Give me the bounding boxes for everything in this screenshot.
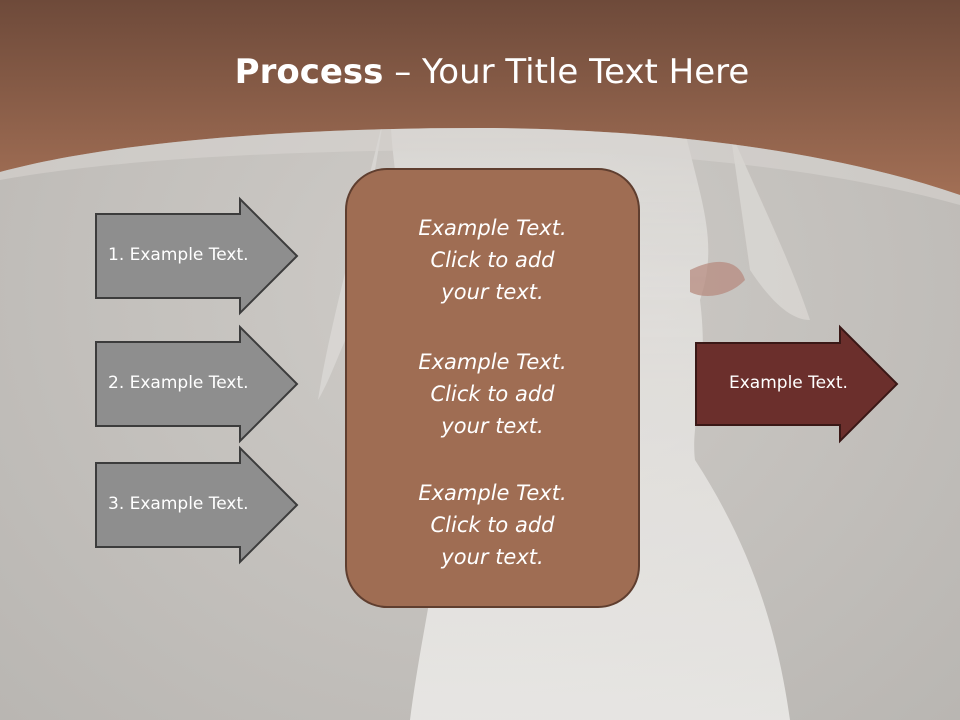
header-band (0, 0, 960, 195)
center-block-1-line-2: Click to add (430, 248, 555, 272)
process-arrow-1[interactable] (95, 196, 299, 316)
center-block-3-line-2: Click to add (430, 513, 555, 537)
center-block-2-line-2: Click to add (430, 382, 555, 406)
header-swoosh (0, 128, 960, 205)
output-arrow[interactable] (695, 324, 899, 444)
center-text-box[interactable] (345, 168, 640, 608)
center-block-3-line-1: Example Text. (418, 481, 567, 505)
center-block-2-line-3: your text. (441, 414, 544, 438)
process-arrow-3-label[interactable]: 3. Example Text. (108, 494, 249, 514)
title-strong: Process (234, 52, 384, 92)
process-arrow-2-label[interactable]: 2. Example Text. (108, 373, 249, 393)
center-text-block-1[interactable]: Example Text. Click to add your text. (345, 212, 640, 308)
center-block-1-line-3: your text. (441, 280, 544, 304)
center-block-1-line-1: Example Text. (418, 216, 567, 240)
process-arrow-3[interactable] (95, 445, 299, 565)
center-text-block-3[interactable]: Example Text. Click to add your text. (345, 477, 640, 573)
process-arrow-2[interactable] (95, 324, 299, 444)
process-arrow-1-label[interactable]: 1. Example Text. (108, 245, 249, 265)
center-block-2-line-1: Example Text. (418, 350, 567, 374)
slide-title[interactable]: Process – Your Title Text Here (0, 52, 960, 92)
output-arrow-label[interactable]: Example Text. (729, 373, 848, 393)
title-rest: Your Title Text Here (422, 52, 750, 92)
title-separator: – (383, 52, 423, 92)
center-text-block-2[interactable]: Example Text. Click to add your text. (345, 346, 640, 442)
center-block-3-line-3: your text. (441, 545, 544, 569)
